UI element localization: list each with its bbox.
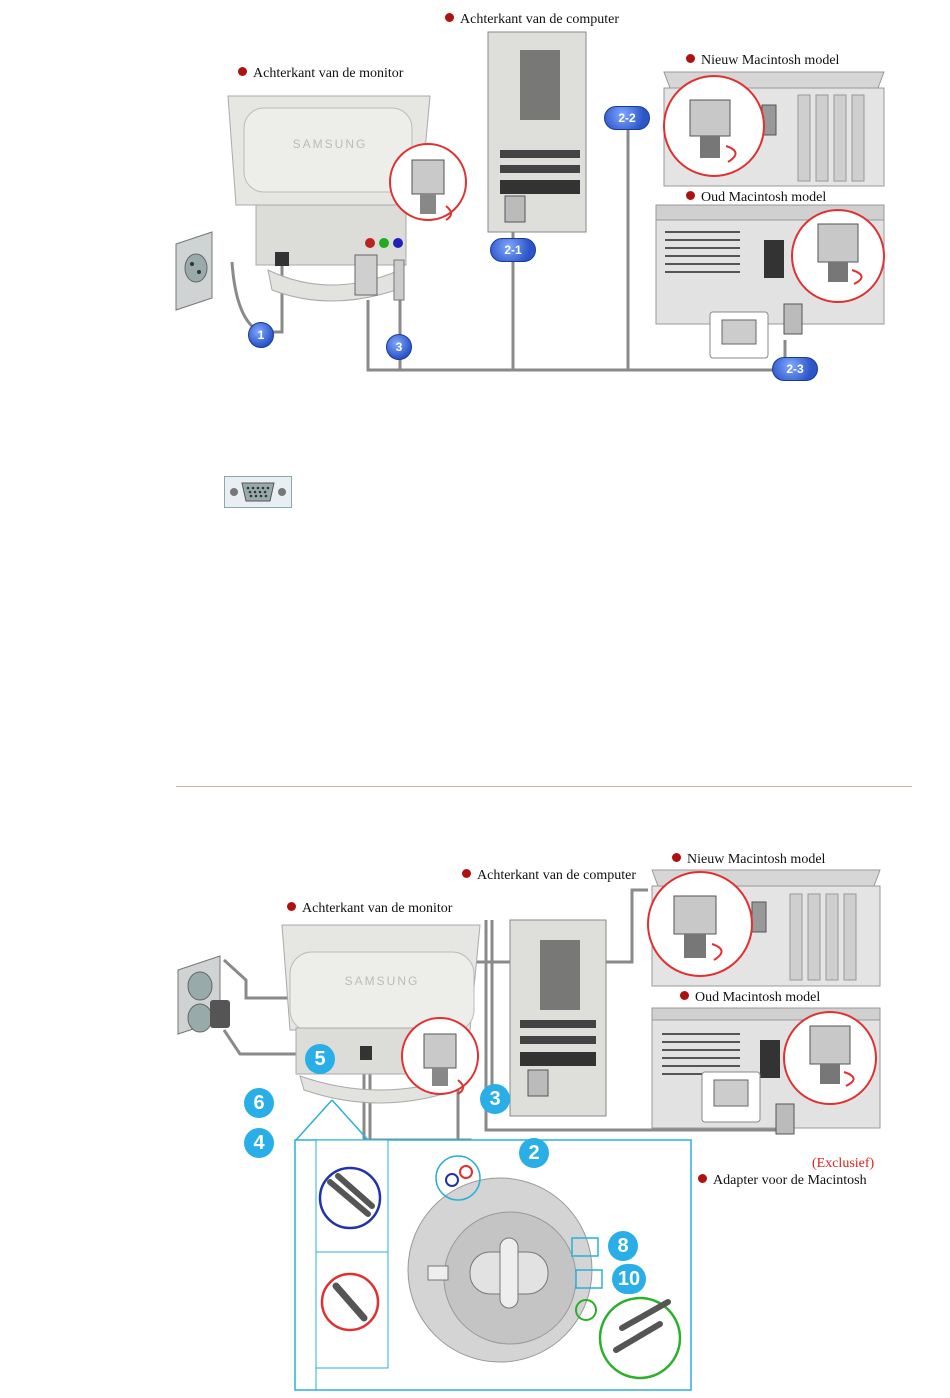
step-badge-2: 2 xyxy=(519,1138,549,1168)
step-badge-3: 3 xyxy=(386,334,412,360)
top-diagram-art: SAMSUNG xyxy=(0,0,950,400)
svg-text:SAMSUNG: SAMSUNG xyxy=(293,137,368,151)
callout-new-mac-connector xyxy=(664,76,764,176)
step-badge-10: 10 xyxy=(612,1264,646,1294)
step-badge-2-2: 2-2 xyxy=(604,106,650,130)
bottom-diagram-art: SAMSUNG xyxy=(0,840,950,1395)
wall-outlet xyxy=(176,232,212,310)
step-badge-5: 5 xyxy=(305,1044,335,1074)
computer-tower xyxy=(488,32,586,232)
callout-monitor-connector xyxy=(390,144,466,220)
wall-outlet xyxy=(178,956,230,1034)
section-divider xyxy=(176,786,912,787)
step-badge-8: 8 xyxy=(608,1231,638,1261)
step-badge-1: 1 xyxy=(248,322,274,348)
vga-connector-icon xyxy=(224,476,292,508)
step-badge-6: 6 xyxy=(244,1088,274,1118)
computer-tower xyxy=(510,920,606,1116)
step-badge-2-1: 2-1 xyxy=(490,238,536,262)
callout-new-mac-connector xyxy=(648,872,752,976)
callout-monitor-connector xyxy=(402,1018,478,1094)
callout-old-mac-connector xyxy=(784,1012,876,1104)
step-badge-2-3: 2-3 xyxy=(772,357,818,381)
callout-old-mac-connector xyxy=(792,210,884,302)
step-badge-3: 3 xyxy=(480,1084,510,1114)
step-badge-4: 4 xyxy=(244,1128,274,1158)
svg-text:SAMSUNG: SAMSUNG xyxy=(345,974,420,988)
